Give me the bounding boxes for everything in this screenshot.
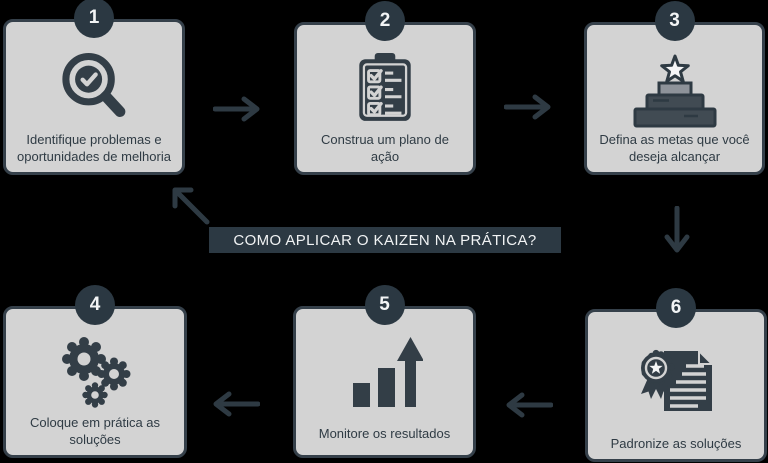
magnifier-check-icon [59, 50, 129, 130]
step-number: 2 [379, 10, 391, 31]
step-caption: Identifique problemas e oportunidades de… [17, 131, 171, 165]
arrow-1-to-2-icon [213, 96, 263, 122]
step-number: 1 [88, 7, 100, 28]
step-caption: Defina as metas que você deseja alcançar [599, 131, 750, 165]
star-podium-icon [628, 54, 722, 130]
step-card-4: 4 Coloque em prática as solu [3, 285, 187, 458]
step-number-badge: 2 [365, 1, 405, 41]
step-card-5: 5 Monitore os resultados [293, 285, 476, 458]
step-card-1: 1 Identifique problemas e oportunidades … [3, 0, 185, 175]
arrow-6-to-5-icon [503, 392, 553, 418]
step-number: 4 [89, 294, 101, 315]
arrow-banner-to-1-icon [166, 181, 212, 227]
step-caption: Construa um plano de ação [321, 131, 449, 165]
gears-icon [57, 334, 133, 410]
certified-document-icon [636, 341, 716, 417]
arrow-2-to-3-icon [504, 94, 554, 120]
step-caption: Coloque em prática as soluções [29, 414, 161, 448]
step-number-badge: 1 [74, 0, 114, 38]
step-card-6: 6 [585, 288, 767, 462]
step-card-2: 2 [294, 1, 476, 175]
step-caption: Padronize as soluções [610, 436, 742, 452]
step-number: 6 [670, 297, 682, 318]
step-number: 5 [379, 294, 390, 315]
arrow-3-to-6-icon [664, 206, 690, 256]
step-number: 3 [669, 10, 680, 31]
step-caption: Monitore os resultados [318, 426, 451, 442]
step-number-badge: 3 [654, 1, 695, 41]
step-number-badge: 6 [656, 288, 696, 328]
step-number-badge: 5 [364, 285, 405, 325]
clipboard-checklist-icon [349, 52, 421, 124]
arrow-5-to-4-icon [210, 391, 260, 417]
step-number-badge: 4 [75, 285, 115, 325]
step-card-3: 3 Defina as metas que você deseja alcanç… [584, 1, 765, 175]
bar-chart-growth-icon [347, 335, 423, 411]
kaizen-question-banner: COMO APLICAR O KAIZEN NA PRÁTICA? [209, 227, 561, 253]
